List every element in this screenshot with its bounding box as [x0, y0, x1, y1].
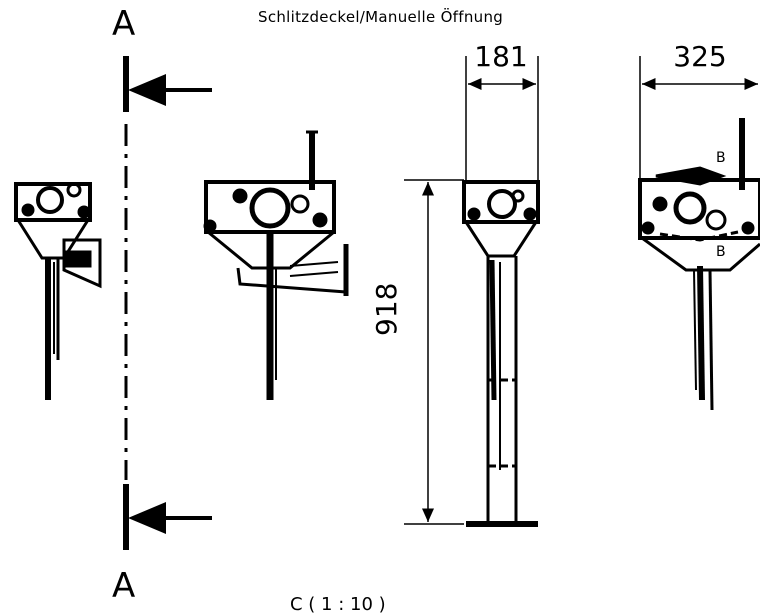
dimension-width-front: 181 [474, 40, 528, 73]
dimension-lines-front [404, 56, 539, 525]
section-arrow-bottom [128, 502, 212, 534]
dimension-height: 918 [370, 282, 403, 336]
view-side-device [638, 118, 760, 411]
section-arrow-top [128, 74, 212, 106]
section-label-top: A [112, 4, 136, 44]
view-left-device [14, 182, 102, 400]
view-center-device [203, 130, 349, 400]
detail-mark-b-top: B [716, 150, 726, 166]
dimension-width-side: 325 [673, 40, 727, 73]
view-front-device [462, 180, 540, 527]
dimension-lines-side [639, 56, 758, 178]
detail-mark-b-bottom: B [716, 244, 726, 260]
scale-note: C ( 1 : 10 ) [290, 594, 386, 615]
drawing-title: Schlitzdeckel/Manuelle Öffnung [258, 8, 504, 26]
section-label-bottom: A [112, 566, 136, 606]
